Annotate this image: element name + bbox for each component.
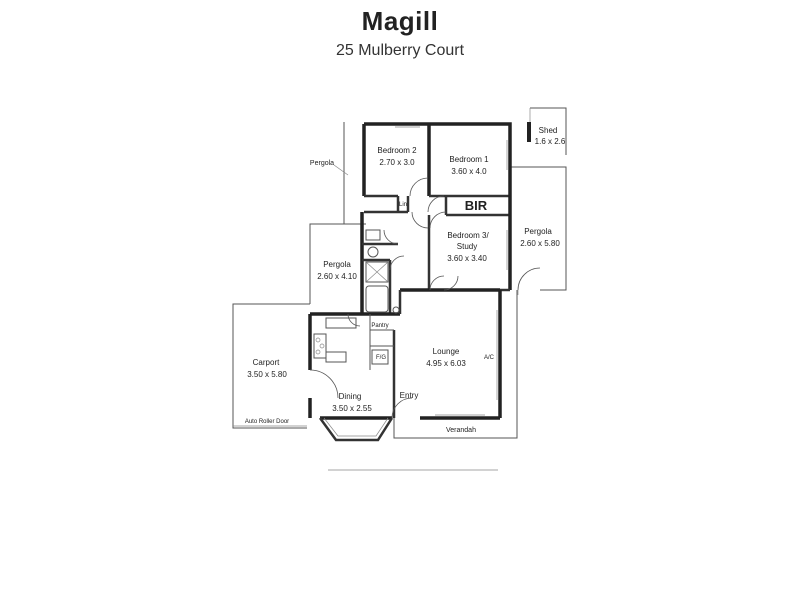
pergola-right-outline (510, 166, 567, 295)
bedroom2-size: 2.70 x 3.0 (379, 158, 415, 167)
lounge-label: Lounge (433, 347, 460, 356)
door-swings (309, 177, 459, 419)
pergola-right-size: 2.60 x 5.80 (520, 239, 560, 248)
pergola-left-outline (333, 122, 366, 225)
entry-label: Entry (400, 391, 419, 400)
carport-size: 3.50 x 5.80 (247, 370, 287, 379)
bedroom1-label: Bedroom 1 (449, 155, 489, 164)
shed-outline (527, 107, 567, 155)
plan-address: 25 Mulberry Court (335, 42, 465, 59)
pergola-mid-outline (309, 223, 362, 304)
bir-label: BIR (465, 198, 488, 213)
fixtures (313, 229, 400, 365)
bedroom2-label: Bedroom 2 (377, 146, 417, 155)
pergola-mid-label: Pergola (323, 260, 351, 269)
carport-outline (232, 303, 310, 429)
shed-size: 1.6 x 2.6 (535, 137, 566, 146)
dining-size: 3.50 x 2.55 (332, 404, 372, 413)
carport-label: Carport (253, 358, 280, 367)
pergola-right-label: Pergola (524, 227, 552, 236)
verandah-outline (393, 290, 518, 439)
ac-label: A/C (484, 355, 495, 361)
verandah-label: Verandah (446, 427, 476, 434)
plan-title: Magill (361, 6, 439, 36)
roller-door-label: Auto Roller Door (245, 419, 289, 425)
dining-label: Dining (339, 392, 362, 401)
bedroom3-label: Bedroom 3/ (447, 231, 489, 240)
house-walls (308, 122, 512, 420)
pergola-mid-size: 2.60 x 4.10 (317, 272, 357, 281)
fridge-label: F/G (376, 355, 386, 361)
linen-label: Lin (399, 202, 407, 208)
bedroom3-label-2: Study (457, 242, 477, 251)
bedroom1-size: 3.60 x 4.0 (451, 167, 487, 176)
pantry-label: Pantry (371, 323, 388, 329)
windows (395, 126, 508, 416)
bay-window (318, 417, 394, 442)
shed-label: Shed (539, 126, 558, 135)
bedroom3-size: 3.60 x 3.40 (447, 254, 487, 263)
lounge-size: 4.95 x 6.03 (426, 359, 466, 368)
pergola-left-label: Pergola (310, 160, 334, 167)
